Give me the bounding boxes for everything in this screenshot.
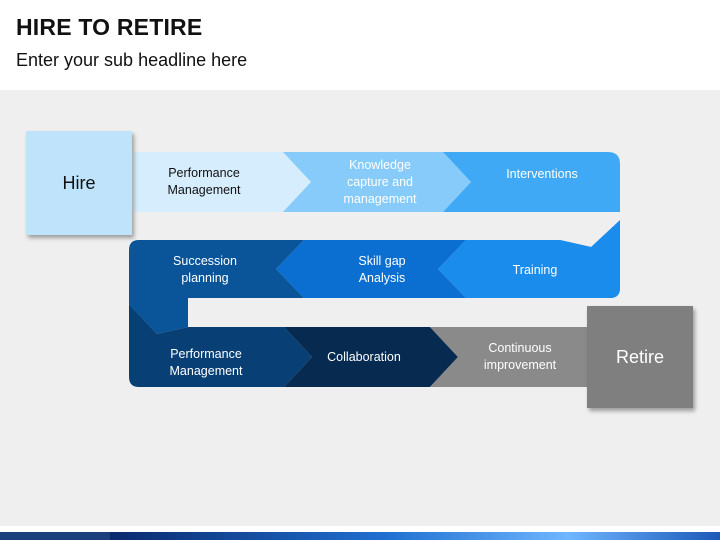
step-label-skill-gap-analysis: Skill gap Analysis [358,254,406,285]
step-label-knowledge-capture: Knowledge capture and management [343,157,417,206]
step-label-continuous-improvement: Continuous improvement [483,341,557,372]
footer-accent-gradient [110,532,720,540]
page-subtitle: Enter your sub headline here [16,50,248,70]
step-label-performance-management-1: Performance Management [167,166,241,197]
retire-box: Retire [587,306,693,408]
step-r2-1 [438,240,620,298]
step-r3-2 [284,327,458,387]
hire-box: Hire [26,131,132,235]
step-label-collaboration: Collaboration [327,349,401,364]
step-label-training: Training [512,262,558,277]
step-r2-3 [129,240,304,298]
footer-accent-bar [0,532,720,540]
step-r1-2 [283,152,471,212]
step-r3-3 [430,327,590,387]
footer-accent-segment [0,532,110,540]
step-label-interventions: Interventions [506,166,578,181]
step-r3-1 [129,304,312,387]
page-title: HIRE TO RETIRE [16,14,203,40]
step-label-succession-planning: Succession planning [173,254,237,285]
step-r1-1 [134,152,311,212]
step-label-performance-management-2: Performance Management [169,347,243,378]
connector-left [129,298,188,334]
step-r1-3 [443,152,620,212]
step-r2-2 [276,240,466,298]
